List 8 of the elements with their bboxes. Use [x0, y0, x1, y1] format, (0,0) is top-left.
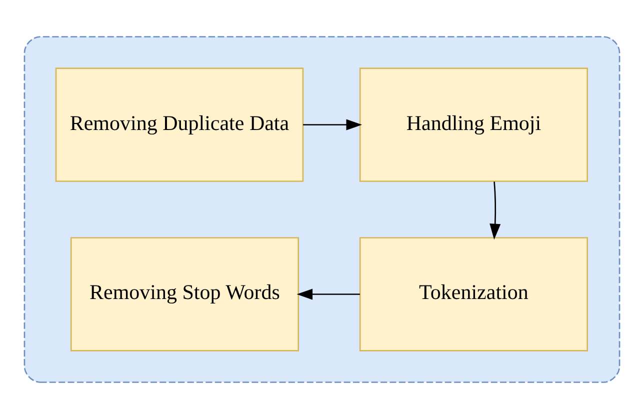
- arrow: [303, 119, 362, 130]
- cluster: [24, 36, 620, 383]
- node-box: Tokenization: [359, 237, 588, 352]
- node-box: Handling Emoji: [359, 68, 588, 182]
- node-box: Removing Stop Words: [70, 237, 300, 352]
- node-box: Removing Duplicate Data: [55, 68, 304, 182]
- arrow: [490, 182, 501, 240]
- arrow: [296, 288, 360, 300]
